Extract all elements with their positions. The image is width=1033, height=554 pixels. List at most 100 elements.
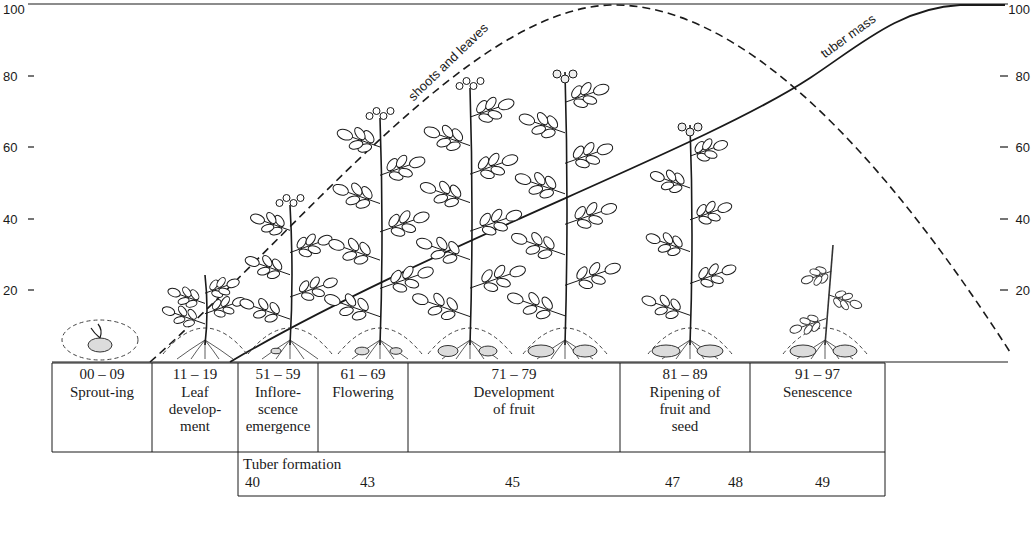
tick [28, 75, 34, 76]
leaflet [427, 305, 443, 316]
leaflet [603, 261, 621, 276]
potato-plant [783, 245, 867, 359]
leaflet [432, 291, 447, 307]
stage-name: Leaf develop- ment [155, 384, 235, 435]
table-rule [52, 363, 53, 452]
leaflet [408, 155, 426, 170]
leaflet [490, 165, 506, 176]
leaflet [535, 309, 551, 320]
tuber [438, 346, 458, 357]
leaflet [486, 151, 501, 167]
leaflet [308, 275, 321, 289]
leaflet [592, 82, 610, 97]
flower [297, 195, 304, 202]
stage-code: 43 [360, 474, 375, 491]
root [205, 340, 233, 359]
leaflet [665, 168, 678, 182]
leaflet [322, 276, 339, 289]
axis-value: 20 [3, 283, 17, 298]
leaflet [222, 306, 235, 315]
leaflet [215, 276, 227, 289]
root [177, 340, 205, 359]
table-rule [885, 363, 886, 496]
leaflet [803, 324, 814, 336]
stem [565, 72, 567, 345]
table-rule [620, 363, 621, 452]
flower [373, 108, 380, 115]
leaflet [257, 266, 271, 276]
leaflet [707, 212, 721, 222]
root [290, 340, 318, 359]
axis-value: 80 [1016, 69, 1030, 84]
row-heading: Tuber formation [243, 456, 341, 473]
table-rule [408, 363, 409, 452]
leaflet [496, 277, 512, 288]
tick [28, 218, 34, 219]
leaflet [578, 279, 594, 290]
leaflet [530, 231, 545, 247]
leaflet [218, 287, 231, 296]
sprouting-tuber [62, 320, 138, 360]
flower [276, 200, 283, 207]
leaflet [348, 139, 364, 150]
leaflet [177, 296, 190, 305]
leaflet [307, 245, 321, 255]
stem [205, 275, 207, 345]
leaflet [587, 261, 602, 277]
leaflet [265, 211, 278, 225]
leaflet [849, 299, 863, 310]
stage-code: 81 – 89 [623, 366, 747, 383]
leaflet [585, 154, 601, 165]
leaflet [483, 281, 499, 292]
leaflet [669, 297, 682, 311]
stage-code: 48 [728, 474, 743, 491]
berry [694, 123, 702, 131]
leaflet [253, 309, 267, 319]
leaflet [510, 231, 528, 246]
tuber [833, 345, 857, 357]
leaflet [433, 193, 449, 204]
leaflet [660, 181, 674, 191]
leaflet [398, 167, 414, 178]
potato-plant [239, 195, 339, 360]
leaflet [298, 279, 311, 293]
leaflet [401, 264, 416, 280]
leaflet [257, 297, 270, 311]
leaflet [346, 236, 361, 252]
stage-name: Sprout-ing [55, 384, 149, 401]
leaflet [440, 123, 455, 139]
leaflet [389, 268, 404, 284]
leaflet [493, 221, 509, 232]
table-rule [318, 363, 319, 452]
leaflet [532, 171, 547, 187]
leaflet [591, 274, 607, 285]
leaflet [809, 268, 821, 277]
potato-plant [641, 123, 738, 359]
root [352, 340, 380, 359]
leaflet [349, 181, 364, 197]
leaflet [336, 127, 354, 142]
leaflet [540, 295, 555, 311]
leaflet [331, 182, 349, 197]
flower [290, 200, 297, 207]
leaflet [527, 291, 542, 307]
leaflet [323, 293, 341, 308]
flower [380, 113, 387, 120]
leaflet [600, 202, 618, 217]
leaflet [789, 324, 803, 335]
leaflet [437, 179, 452, 195]
tick [1000, 75, 1008, 76]
soil-outline [62, 320, 138, 360]
stage-name: Flowering [321, 384, 405, 401]
table-rule [52, 363, 885, 364]
table-rule [238, 496, 885, 497]
leaflet [842, 292, 854, 301]
tick [28, 289, 34, 290]
leaflet [501, 153, 519, 168]
leaflet [508, 264, 526, 279]
leaflet [436, 137, 452, 148]
leaflet [261, 223, 275, 233]
leaflet [582, 94, 598, 105]
